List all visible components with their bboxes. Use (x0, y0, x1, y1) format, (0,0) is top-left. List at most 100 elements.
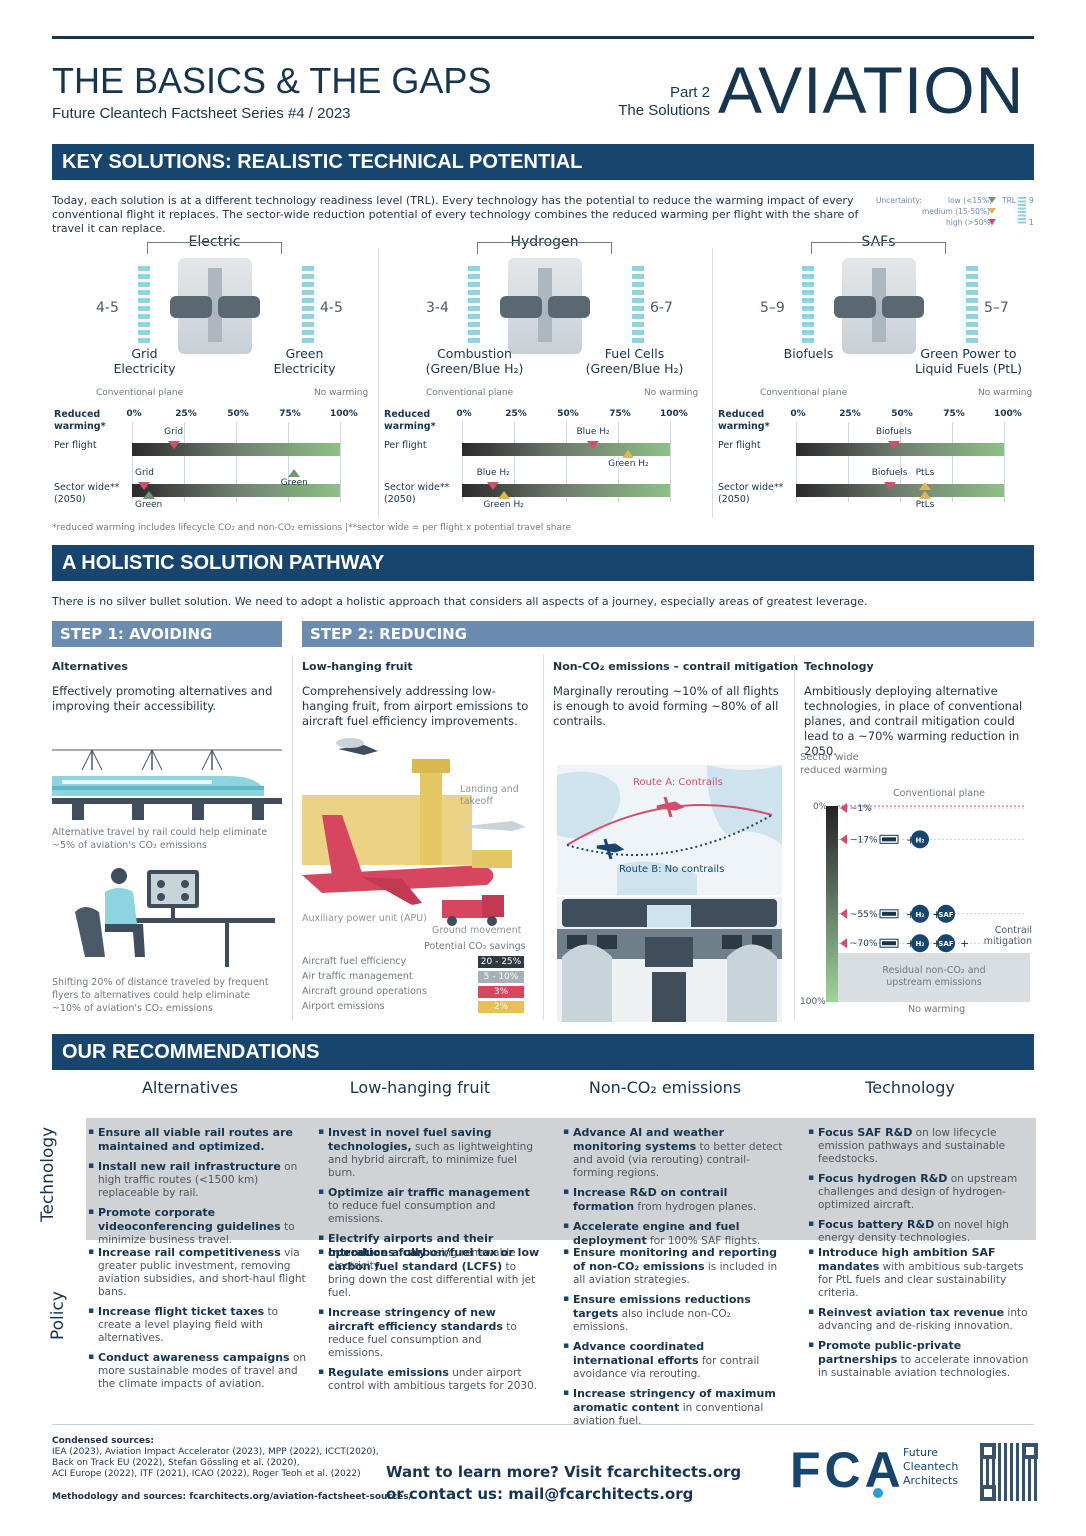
savings-value: 2% (478, 1001, 524, 1013)
tech-reduction-chart: ~1%~17%+H₂~55%+H₂+SAF~70%+H₂+SAF+ (826, 802, 1030, 1002)
rec-item-text: is included in all aviation strategies. (573, 1261, 778, 1286)
axis-tick-label: 100% (994, 409, 1022, 419)
route-b-label: Route B: No contrails (619, 864, 725, 875)
sources-line-1: IEA (2023), Aviation Impact Accelerator … (52, 1447, 379, 1457)
alternatives-text: Effectively promoting alternatives and i… (52, 684, 273, 713)
rec-item-text: on novel high energy density technologie… (818, 1219, 1009, 1244)
key-solutions-heading: KEY SOLUTIONS: REALISTIC TECHNICAL POTEN… (52, 144, 1034, 180)
reduction-gradient-bar (826, 806, 838, 1002)
plus-sign: + (906, 833, 915, 846)
thrust-lever-icon (500, 258, 590, 354)
rec-item: Advance AI and weather monitoring system… (563, 1126, 785, 1180)
rec-item-text: to reduce fuel consumption and emissions… (328, 1321, 517, 1359)
rec-item-bold: Reinvest aviation tax revenue (818, 1306, 1005, 1319)
battery-fill (882, 911, 896, 916)
apu-label: Auxiliary power unit (APU) (302, 913, 427, 924)
holistic-heading: A HOLISTIC SOLUTION PATHWAY (52, 545, 1034, 581)
axis-tick-label: 0% (126, 409, 142, 419)
panel-bracket (811, 242, 946, 254)
axis-tick-label: 50% (227, 409, 249, 419)
sector-wide-label: Sector wide** (2050) (384, 482, 450, 505)
panel-divider (378, 248, 379, 518)
per-flight-label: Per flight (718, 440, 761, 451)
axis-gridline (184, 422, 185, 502)
reduced-warming-label: Reduced warming* (718, 409, 770, 432)
rec-column-header: Low-hanging fruit (349, 1078, 491, 1097)
fca-logo-text: FCA (790, 1442, 905, 1498)
row-label-technology: Technology (38, 1126, 58, 1222)
uncertainty-high: high (>50%) (946, 218, 994, 227)
hydrogen-icon-label: H₂ (916, 940, 925, 948)
ground-label: Ground movement (432, 925, 522, 936)
rec-tech-column: Ensure all viable rail routes are mainta… (88, 1126, 310, 1253)
lever-slot (208, 268, 222, 342)
rec-item: Ensure emissions reductions targets also… (563, 1293, 785, 1334)
axis-no-warming: No warming (314, 388, 369, 398)
axis-gridline (566, 422, 567, 502)
marker-label: Blue H₂ (576, 427, 610, 437)
rec-item-text: also include non-CO₂ emissions. (573, 1308, 731, 1333)
uncertainty-legend: Uncertainty: low (<15%) medium (15-50%) … (860, 194, 1038, 228)
rec-item-text: such as lightweighting and hybrid aircra… (328, 1141, 534, 1179)
lever-handle (170, 296, 212, 318)
axis-gridline (796, 422, 797, 502)
rec-item-bold: Ensure emissions reductions targets (573, 1293, 751, 1320)
rec-list: Introduce a carbon/fuel tax or low carbo… (318, 1246, 540, 1393)
alternatives-title: Alternatives (52, 660, 128, 673)
flyers-caption: Shifting 20% of distance traveled by fre… (52, 977, 269, 1014)
trl-scale-icon (1018, 197, 1026, 225)
trl-right-value: 4-5 (320, 300, 343, 316)
rec-item: Promote public-private partnerships to a… (808, 1339, 1030, 1380)
cta-visit[interactable]: Want to learn more? Visit fcarchitects.o… (386, 1463, 742, 1481)
residual-area (838, 953, 1030, 1002)
reduced-warming-label: Reduced warming* (384, 409, 436, 432)
axis-tick-label: 100% (660, 409, 688, 419)
rec-column-header: Alternatives (141, 1078, 239, 1097)
rec-item: Ensure monitoring and reporting of non-C… (563, 1246, 785, 1287)
uncertainty-high-icon (988, 219, 996, 225)
rec-tech-column: Focus SAF R&D on low lifecycle emission … (808, 1126, 1030, 1251)
qr-code[interactable] (980, 1443, 1038, 1501)
uncertainty-label: Uncertainty: (876, 196, 922, 205)
rec-list: Advance AI and weather monitoring system… (563, 1126, 785, 1248)
rec-list: Ensure monitoring and reporting of non-C… (563, 1246, 785, 1428)
sector-wide-bar (796, 484, 1004, 497)
rec-tech-column: Advance AI and weather monitoring system… (563, 1126, 785, 1254)
cta-contact[interactable]: or contact us: mail@fcarchitects.org (386, 1485, 694, 1503)
saf-icon-label: SAF (938, 940, 953, 948)
rec-item-text: on high traffic routes (<1500 km) replac… (98, 1161, 298, 1199)
rec-item-bold: Increase stringency of new aircraft effi… (328, 1306, 503, 1333)
axis-tick-label: 75% (609, 409, 631, 419)
marker-label: Green (134, 500, 163, 510)
savings-value: 5 - 10% (478, 971, 524, 983)
methodology-link[interactable]: Methodology and sources: fcarchitects.or… (52, 1492, 412, 1502)
solution-right-label: Fuel Cells (Green/Blue H₂) (585, 346, 684, 376)
trl-bar-left (138, 266, 150, 346)
landing-label: Landing and takeoff (460, 784, 519, 807)
qr-corner-2 (1022, 1443, 1038, 1459)
savings-value: 20 - 25% (478, 956, 524, 968)
rec-item: Increase R&D on contrail formation from … (563, 1186, 785, 1214)
rec-item-bold: Invest in novel fuel saving technologies… (328, 1126, 492, 1153)
panel-bracket (477, 242, 612, 254)
axis-tick-label: 0% (790, 409, 806, 419)
trl-left-value: 5–9 (760, 300, 785, 316)
axis-conventional: Conventional plane (760, 388, 848, 398)
plus-sign: + (932, 908, 941, 921)
top-rule (52, 36, 1034, 39)
rec-item-bold: Increase flight ticket taxes (98, 1305, 265, 1318)
trl-bar-left (468, 266, 480, 346)
axis-gridline (132, 422, 133, 502)
rec-item: Optimize air traffic management to reduc… (318, 1186, 540, 1226)
rec-item-bold: Promote corporate videoconferencing guid… (98, 1206, 281, 1233)
solution-left-label: Biofuels (783, 346, 834, 361)
axis-no-warming: No warming (644, 388, 699, 398)
rec-policy-column: Increase rail competitiveness via greate… (88, 1246, 310, 1397)
col-divider-3 (794, 655, 795, 1020)
low-hanging-text: Comprehensively addressing low-hanging f… (302, 684, 529, 728)
rec-item: Ensure all viable rail routes are mainta… (88, 1126, 310, 1154)
per-flight-bar (462, 443, 670, 456)
plus-sign: + (932, 937, 941, 950)
